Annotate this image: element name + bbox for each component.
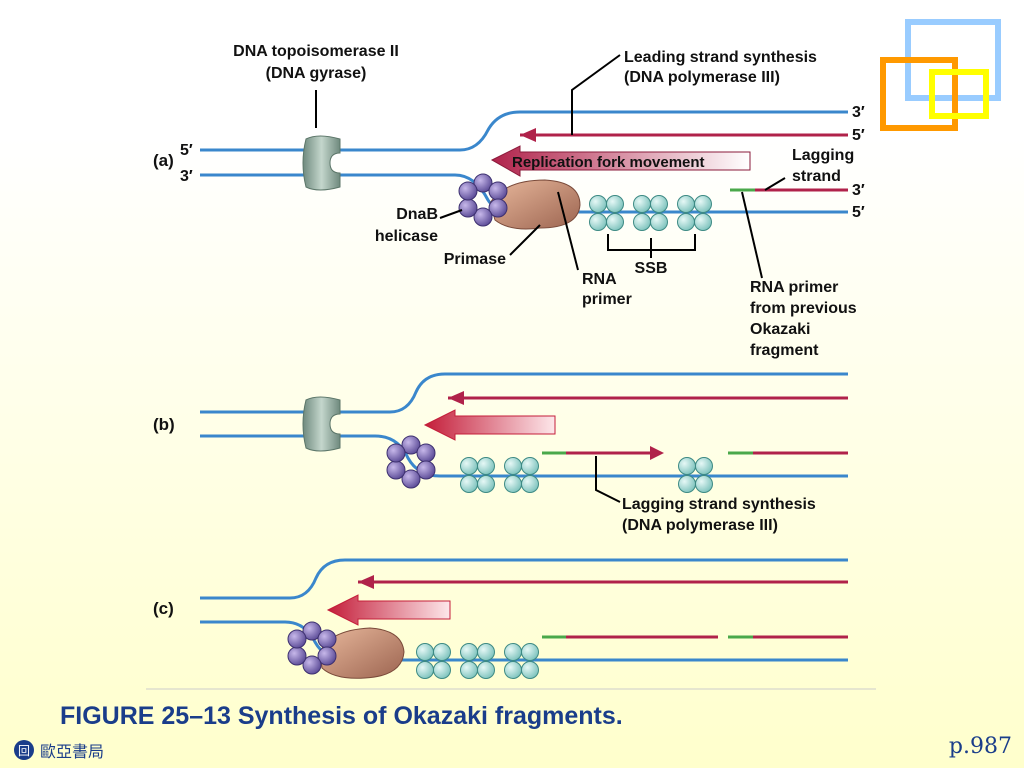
- panel-c: [200, 558, 848, 679]
- primase-c: [319, 627, 405, 679]
- leading-label-1: Leading strand synthesis: [624, 49, 817, 66]
- fork-arrow-b: [423, 409, 556, 441]
- end-a-left-top: 5′: [180, 142, 193, 159]
- rna-primer-label-1: RNA: [582, 271, 617, 288]
- fork-movement-label: Replication fork movement: [512, 154, 705, 171]
- panel-b: [200, 372, 848, 503]
- end-a-right-3: 3′: [852, 182, 865, 199]
- gyrase-a: [302, 135, 341, 191]
- ssb-label: SSB: [635, 260, 668, 277]
- fork-arrow-a: [490, 145, 751, 177]
- gyrase-b: [302, 396, 341, 452]
- publisher-name: 歐亞書局: [40, 742, 105, 761]
- dnab-label-1: DnaB: [396, 206, 438, 223]
- panel-a: [200, 54, 848, 279]
- publisher-logo-icon: 回: [14, 740, 34, 760]
- prev-primer-label-4: fragment: [750, 342, 819, 359]
- panel-b-label: (b): [153, 415, 175, 434]
- prev-primer-label-2: from previous: [750, 300, 857, 317]
- primase-label: Primase: [444, 251, 506, 268]
- end-a-left-bottom: 3′: [180, 168, 193, 185]
- prev-primer-label-3: Okazaki: [750, 321, 810, 338]
- figure-caption: FIGURE 25–13 Synthesis of Okazaki fragme…: [60, 702, 623, 730]
- end-a-right-2: 5′: [852, 127, 865, 144]
- fork-arrow-c: [326, 594, 451, 626]
- panel-a-label: (a): [153, 151, 174, 170]
- topo-label-1: DNA topoisomerase II: [233, 43, 399, 60]
- lagging-label-2: strand: [792, 168, 841, 185]
- topo-label-2: (DNA gyrase): [266, 65, 367, 82]
- panel-c-label: (c): [153, 599, 174, 618]
- leading-label-2: (DNA polymerase III): [624, 69, 780, 86]
- end-a-right-4: 5′: [852, 204, 865, 221]
- lagging-label-1: Lagging: [792, 147, 854, 164]
- lag-synth-label-2: (DNA polymerase III): [622, 517, 778, 534]
- decorative-squares: [880, 19, 1001, 131]
- dnab-label-2: helicase: [375, 228, 438, 245]
- end-a-right-1: 3′: [852, 104, 865, 121]
- page-number: p.987: [948, 734, 1012, 759]
- lag-synth-label-1: Lagging strand synthesis: [622, 496, 816, 513]
- publisher: 回 歐亞書局: [14, 738, 104, 762]
- rna-primer-label-2: primer: [582, 291, 632, 308]
- prev-primer-label-1: RNA primer: [750, 279, 838, 296]
